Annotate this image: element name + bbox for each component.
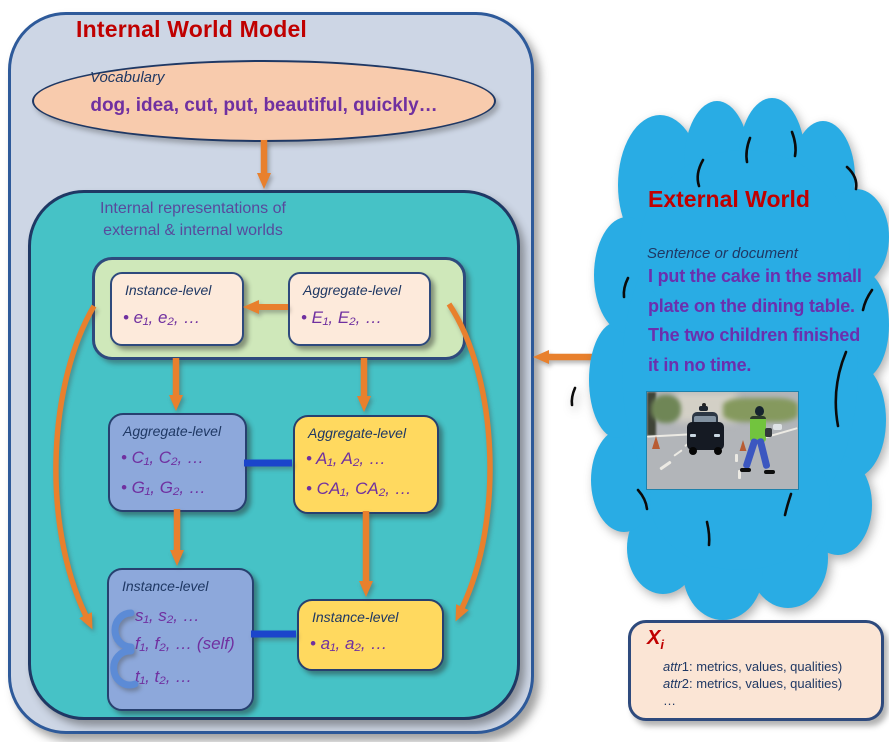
sentence-line-3: The two children finished bbox=[648, 325, 861, 345]
attribute-note-title: Xi bbox=[647, 627, 664, 652]
photo-lane-dash-4 bbox=[735, 454, 738, 462]
entity-aggregate-label: Aggregate-level bbox=[303, 282, 402, 298]
attribute-aggregate-item-2: • CA₁, CA₂, … bbox=[306, 479, 412, 498]
sentence-line-2: plate on the dining table. bbox=[648, 295, 855, 316]
photo-car-wheel-left bbox=[689, 447, 697, 455]
photo-car-headlight-left bbox=[690, 434, 696, 437]
external-world-sentence: I put the cake in the small plate on the… bbox=[648, 262, 862, 380]
entity-instance-box: Instance-level • e₁, e₂, … bbox=[110, 272, 244, 346]
internal-world-model-title: Internal World Model bbox=[76, 16, 308, 42]
caption-line-1: Internal representations of bbox=[100, 200, 286, 217]
entity-instance-items: • e₁, e₂, … bbox=[123, 308, 201, 327]
attribute-note-ellipsis: … bbox=[663, 693, 676, 708]
entity-aggregate-items: • E₁, E₂, … bbox=[301, 308, 383, 327]
concept-aggregate-box: Aggregate-level • C₁, C₂, … • G₁, G₂, … bbox=[108, 413, 247, 512]
attribute-instance-box: Instance-level • a₁, a₂, … bbox=[297, 599, 444, 671]
photo-lane-dash-1 bbox=[659, 460, 672, 471]
photo-pedestrian-shoe-front bbox=[740, 468, 751, 472]
attr-prefix-2: attr bbox=[663, 676, 682, 691]
self-instance-item-t: t₁, t₂, … bbox=[135, 667, 193, 686]
photo-pedestrian-bag bbox=[765, 428, 772, 437]
attribute-note-x: X bbox=[647, 627, 661, 649]
caption-line-2: external & internal worlds bbox=[103, 222, 283, 239]
photo-pedestrian-head bbox=[755, 406, 764, 416]
photo-pedestrian-vest bbox=[750, 416, 766, 442]
vocabulary-label: Vocabulary bbox=[90, 69, 165, 86]
external-world-caption: Sentence or document bbox=[647, 245, 798, 262]
self-instance-item-s: s₁, s₂, … bbox=[135, 606, 200, 625]
attribute-aggregate-box: Aggregate-level • A₁, A₂, … • CA₁, CA₂, … bbox=[293, 415, 439, 514]
self-instance-item-f: f₁, f₂, … (self) bbox=[135, 634, 235, 653]
street-scene-photo bbox=[647, 392, 798, 489]
cloud-sketch-marks bbox=[570, 130, 874, 547]
self-instance-label: Instance-level bbox=[122, 578, 209, 594]
attribute-instance-items: • a₁, a₂, … bbox=[310, 634, 388, 653]
photo-traffic-cone-right bbox=[739, 439, 747, 452]
attribute-aggregate-label: Aggregate-level bbox=[308, 425, 407, 441]
photo-lane-dash-5 bbox=[738, 470, 741, 479]
attribute-note-line-1: attr1: metrics, values, qualities) bbox=[663, 659, 842, 674]
attribute-note-subscript: i bbox=[660, 637, 664, 652]
vocabulary-words: dog, idea, cut, put, beautiful, quickly… bbox=[90, 95, 438, 116]
vocabulary-ellipse: Vocabulary dog, idea, cut, put, beautifu… bbox=[32, 60, 496, 142]
self-instance-box: Instance-level s₁, s₂, … f₁, f₂, … (self… bbox=[107, 568, 254, 711]
entity-instance-label: Instance-level bbox=[125, 282, 212, 298]
photo-pedestrian-leg-back bbox=[756, 437, 771, 470]
entity-aggregate-box: Aggregate-level • E₁, E₂, … bbox=[288, 272, 431, 346]
photo-car bbox=[687, 403, 724, 455]
external-world-title: External World bbox=[648, 186, 810, 212]
photo-car-headlight-right bbox=[714, 434, 720, 437]
photo-car-lidar bbox=[702, 403, 706, 407]
photo-distant-car bbox=[773, 424, 782, 430]
concept-aggregate-item-2: • G₁, G₂, … bbox=[121, 478, 206, 497]
attr-prefix-1: attr bbox=[663, 659, 682, 674]
photo-car-wheel-right bbox=[714, 447, 722, 455]
photo-lane-dash-2 bbox=[673, 449, 683, 457]
attribute-aggregate-item-1: • A₁, A₂, … bbox=[306, 449, 386, 468]
photo-car-windshield bbox=[694, 416, 716, 423]
internal-representations-caption: Internal representations of external & i… bbox=[86, 198, 300, 242]
attribute-note-box: Xi attr1: metrics, values, qualities) at… bbox=[628, 620, 884, 721]
attr-rest-1: 1: metrics, values, qualities) bbox=[681, 659, 843, 674]
attribute-instance-label: Instance-level bbox=[312, 609, 399, 625]
photo-trees-left bbox=[651, 395, 681, 423]
sentence-line-4: it in no time. bbox=[648, 354, 752, 375]
sentence-line-1: I put the cake in the small bbox=[648, 266, 862, 286]
photo-pedestrian-shoe-back bbox=[764, 470, 775, 474]
attr-rest-2: 2: metrics, values, qualities) bbox=[681, 676, 843, 691]
photo-pedestrian bbox=[740, 406, 777, 478]
photo-traffic-cone-left bbox=[652, 436, 660, 449]
photo-car-roof-rack bbox=[699, 406, 708, 411]
concept-aggregate-label: Aggregate-level bbox=[123, 423, 222, 439]
concept-aggregate-item-1: • C₁, C₂, … bbox=[121, 448, 204, 467]
attribute-note-line-2: attr2: metrics, values, qualities) bbox=[663, 676, 842, 691]
